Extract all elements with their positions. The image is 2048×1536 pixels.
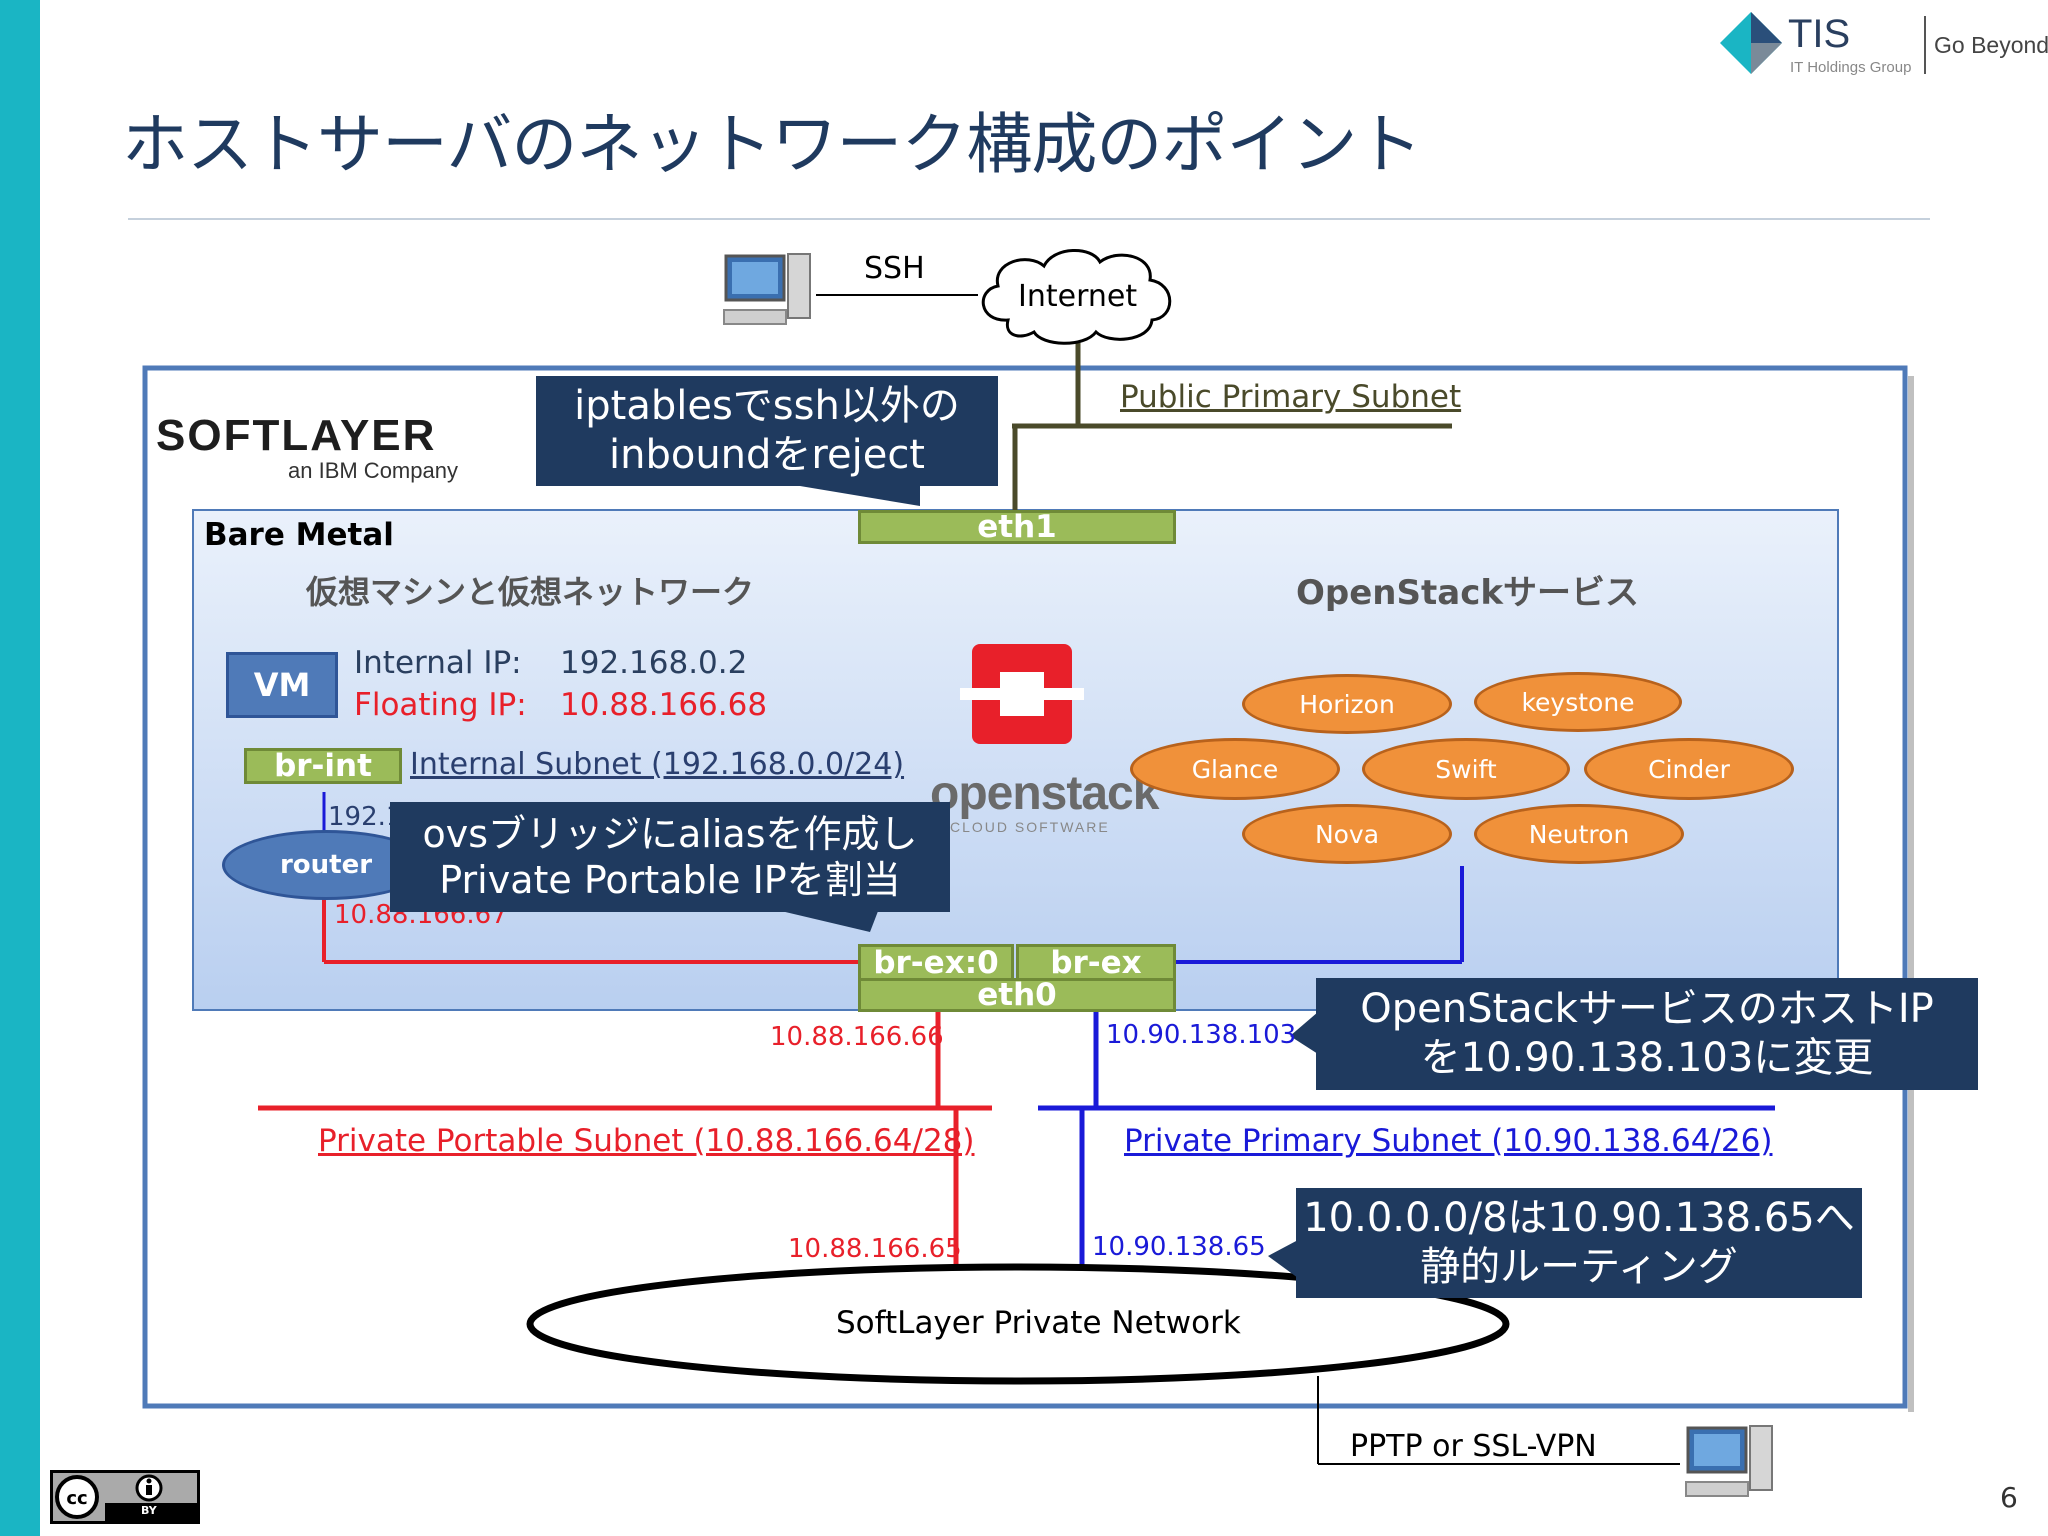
ip-blue-lower: 10.90.138.65 [1092, 1232, 1266, 1262]
callout-iptables: iptablesでssh以外の inboundをreject [536, 376, 998, 486]
callout-routing-line1: 10.0.0.0/8は10.90.138.65へ [1303, 1195, 1855, 1242]
service-keystone: keystone [1474, 672, 1682, 732]
computer-icon [1685, 1425, 1773, 1497]
brand-sub: IT Holdings Group [1790, 59, 1912, 76]
license-badge: cc BY [50, 1470, 200, 1524]
vm-section-title: 仮想マシンと仮想ネットワーク [306, 573, 755, 611]
router-label: router [279, 850, 373, 880]
page-number: 6 [2000, 1481, 2018, 1514]
openstack-logo-sub: CLOUD SOFTWARE [950, 819, 1110, 835]
eth0-interface: eth0 [858, 977, 1176, 1013]
callout-openstack-ip-line1: OpenStackサービスのホストIP [1360, 986, 1934, 1033]
openstack-section-title: OpenStackサービス [1296, 573, 1639, 613]
service-swift: Swift [1362, 738, 1570, 800]
brand-tagline: Go Beyond [1934, 32, 2048, 58]
floating-ip-label: Floating IP: [354, 687, 527, 723]
callout-iptables-line2: inboundをreject [609, 432, 925, 478]
service-neutron: Neutron [1474, 804, 1684, 864]
service-nova: Nova [1242, 804, 1452, 864]
internal-subnet-label: Internal Subnet (192.168.0.0/24) [410, 747, 905, 782]
vpn-label: PPTP or SSL-VPN [1350, 1429, 1597, 1464]
softlayer-frame [142, 365, 1908, 1409]
ip-blue-upper: 10.90.138.103 [1106, 1020, 1297, 1050]
floating-ip-value: 10.88.166.68 [560, 687, 768, 723]
openstack-logo-text: openstack [930, 767, 1159, 820]
cloud-icon [981, 249, 1172, 345]
private-portable-subnet-label: Private Portable Subnet (10.88.166.64/28… [318, 1123, 975, 1159]
computer-icon [723, 253, 811, 325]
softlayer-sub: an IBM Company [288, 458, 458, 483]
vm-box: VM [226, 652, 338, 718]
service-glance: Glance [1130, 738, 1340, 800]
bare-metal-label: Bare Metal [204, 517, 394, 553]
private-primary-subnet-label: Private Primary Subnet (10.90.138.64/26) [1124, 1123, 1773, 1159]
vm-label: VM [253, 666, 311, 704]
accent-bar [0, 0, 40, 1536]
brand-divider [1924, 16, 1926, 74]
svg-text:cc: cc [66, 1488, 87, 1509]
openstack-logo: openstack CLOUD SOFTWARE [920, 638, 1159, 838]
private-network-label: SoftLayer Private Network [836, 1305, 1241, 1341]
ssh-label: SSH [864, 251, 925, 286]
brand-logo: TIS IT Holdings Group Go Beyond [1716, 8, 2048, 78]
service-cinder: Cinder [1584, 738, 1794, 800]
callout-openstack-ip-line2: を10.90.138.103に変更 [1420, 1035, 1874, 1081]
callout-routing: 10.0.0.0/8は10.90.138.65へ 静的ルーティング [1296, 1188, 1862, 1298]
eth1-interface: eth1 [858, 509, 1176, 545]
license-label: BY [141, 1504, 157, 1517]
public-subnet-label: Public Primary Subnet [1120, 379, 1462, 415]
callout-ovs: ovsブリッジにaliasを作成し Private Portable IPを割当 [390, 802, 950, 912]
br-ex0-bridge: br-ex:0 [858, 944, 1014, 982]
internal-ip-label: Internal IP: [354, 645, 522, 681]
callout-ovs-line2: Private Portable IPを割当 [439, 858, 901, 902]
br-int-bridge: br-int [244, 748, 402, 784]
internal-ip-value: 192.168.0.2 [560, 645, 748, 681]
private-network-ring [526, 1263, 1510, 1385]
title-underline [128, 218, 1930, 220]
openstack-logo-icon [960, 644, 1084, 744]
internet-label: Internet [1018, 279, 1138, 314]
ip-red-upper: 10.88.166.66 [770, 1022, 944, 1052]
softlayer-logo: SOFTLAYER [156, 411, 437, 460]
brand-name: TIS [1788, 12, 1851, 56]
bare-metal-box [192, 509, 1839, 1011]
page-title: ホストサーバのネットワーク構成のポイント [122, 106, 1422, 183]
callout-ovs-line1: ovsブリッジにaliasを作成し [422, 811, 918, 856]
cc-by-icon: cc [55, 1474, 197, 1521]
service-horizon: Horizon [1242, 674, 1452, 734]
callout-openstack-ip: OpenStackサービスのホストIP を10.90.138.103に変更 [1316, 978, 1978, 1090]
callout-routing-line2: 静的ルーティング [1420, 1244, 1738, 1290]
callout-iptables-line1: iptablesでssh以外の [574, 383, 960, 430]
tis-diamond-icon [1720, 12, 1782, 74]
ip-red-lower: 10.88.166.65 [788, 1234, 962, 1264]
